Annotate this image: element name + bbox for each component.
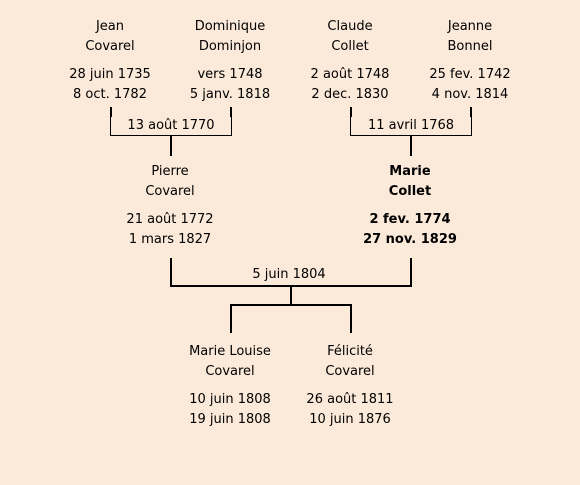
person-birth-date: 10 juin 1808 — [189, 392, 271, 407]
person-first-name: Marie Louise — [189, 344, 271, 359]
person-death-date: 19 juin 1808 — [189, 412, 271, 427]
connector-line — [170, 258, 172, 287]
person-last-name: Collet — [388, 184, 432, 199]
person-maternal-grandfather[interactable]: Claude Collet 2 août 1748 2 dec. 1830 — [275, 17, 425, 105]
connector-line — [230, 304, 352, 306]
person-birth-date: 2 août 1748 — [310, 67, 390, 82]
person-birth-date: 26 août 1811 — [306, 392, 394, 407]
person-first-name: Félicité — [327, 344, 373, 359]
person-birth-date: 2 fev. 1774 — [369, 212, 451, 227]
person-death-date: 8 oct. 1782 — [73, 87, 147, 102]
person-death-date: 5 janv. 1818 — [189, 87, 271, 102]
person-last-name: Collet — [331, 39, 369, 54]
person-first-name: Pierre — [151, 164, 189, 179]
marriage-date-paternal: 13 août 1770 — [111, 117, 231, 135]
person-death-date: 4 nov. 1814 — [431, 87, 509, 102]
person-birth-date: 28 juin 1735 — [69, 67, 151, 82]
person-last-name: Dominjon — [198, 39, 262, 54]
person-death-date: 1 mars 1827 — [128, 232, 212, 247]
marriage-date-maternal: 11 avril 1768 — [351, 117, 471, 135]
person-death-date: 10 juin 1876 — [309, 412, 391, 427]
connector-line — [230, 107, 232, 136]
person-last-name: Covarel — [145, 184, 195, 199]
person-child-1[interactable]: Marie Louise Covarel 10 juin 1808 19 jui… — [155, 342, 305, 430]
connector-line — [410, 134, 412, 156]
person-birth-date: 21 août 1772 — [126, 212, 214, 227]
connector-line — [470, 107, 472, 136]
person-last-name: Bonnel — [447, 39, 493, 54]
person-birth-date: 25 fev. 1742 — [429, 67, 511, 82]
person-first-name: Marie — [389, 164, 431, 179]
person-paternal-grandmother[interactable]: Dominique Dominjon vers 1748 5 janv. 181… — [155, 17, 305, 105]
person-father[interactable]: Pierre Covarel 21 août 1772 1 mars 1827 — [95, 162, 245, 250]
connector-line — [170, 134, 172, 156]
person-first-name: Dominique — [194, 19, 266, 34]
connector-line — [230, 304, 232, 333]
person-first-name: Claude — [327, 19, 373, 34]
person-first-name: Jeanne — [447, 19, 493, 34]
person-child-2[interactable]: Félicité Covarel 26 août 1811 10 juin 18… — [275, 342, 425, 430]
connector-line — [290, 285, 292, 305]
person-mother-focus[interactable]: Marie Collet 2 fev. 1774 27 nov. 1829 — [335, 162, 485, 250]
connector-line — [410, 258, 412, 287]
person-death-date: 27 nov. 1829 — [363, 232, 457, 247]
person-last-name: Covarel — [205, 364, 255, 379]
person-paternal-grandfather[interactable]: Jean Covarel 28 juin 1735 8 oct. 1782 — [35, 17, 185, 105]
person-death-date: 2 dec. 1830 — [311, 87, 389, 102]
person-last-name: Covarel — [85, 39, 135, 54]
connector-line — [350, 304, 352, 333]
person-first-name: Jean — [95, 19, 125, 34]
person-last-name: Covarel — [325, 364, 375, 379]
person-maternal-grandmother[interactable]: Jeanne Bonnel 25 fev. 1742 4 nov. 1814 — [395, 17, 545, 105]
marriage-date-parents: 5 juin 1804 — [229, 266, 349, 284]
person-birth-date: vers 1748 — [197, 67, 263, 82]
